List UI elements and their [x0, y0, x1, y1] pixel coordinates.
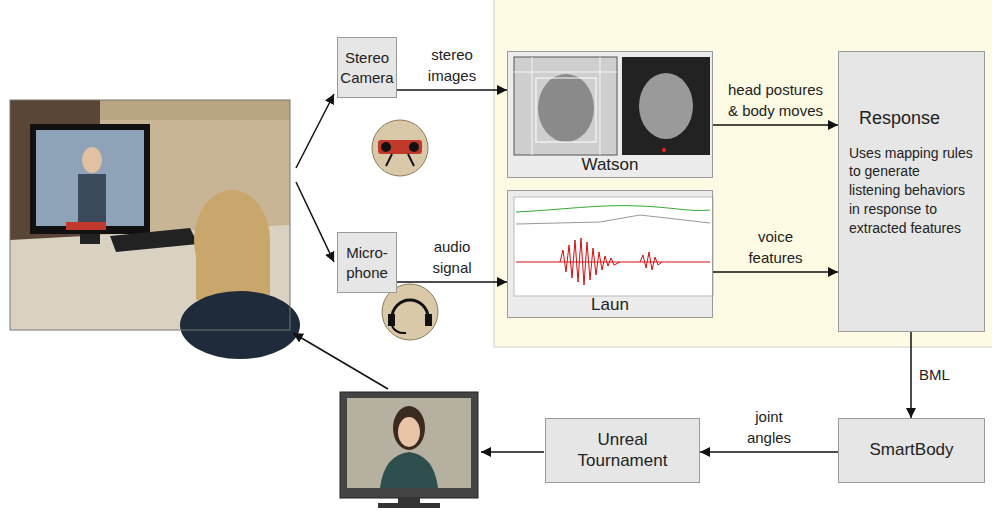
- camera-legs: [386, 154, 414, 166]
- watson-grid: [514, 57, 617, 155]
- avatar-hair: [393, 406, 425, 450]
- node-title: Stereo Camera: [340, 48, 394, 87]
- edge-label: BML: [919, 364, 969, 386]
- headset-mic: [392, 326, 406, 333]
- process-box: SmartBody: [838, 418, 985, 483]
- flow-arrow: [481, 451, 544, 453]
- watson-fill: [507, 51, 713, 178]
- system-panel: [494, 0, 992, 347]
- connector-arrow: [397, 281, 507, 283]
- connector-arrow: [910, 332, 912, 418]
- watson-track-box: [536, 78, 596, 142]
- node-title: Laun: [591, 295, 629, 315]
- photo-screen: [36, 130, 144, 226]
- module-box: Watson: [507, 51, 713, 178]
- laun-plot: [514, 197, 713, 296]
- connector-arrow: [713, 271, 838, 273]
- connector-arrow: [713, 124, 838, 126]
- camera-lens: [409, 142, 419, 152]
- user-photo: [10, 100, 300, 359]
- edge-label: audio signal: [425, 236, 480, 280]
- connector-arrow: [700, 451, 838, 453]
- node-title: Unreal Tournament: [568, 430, 678, 471]
- process-box: ResponseUses mapping rules to generate l…: [838, 51, 985, 332]
- flow-arrow: [296, 94, 334, 168]
- photo-stand: [80, 234, 100, 244]
- node-title: SmartBody: [869, 440, 953, 460]
- input-box: Micro- phone: [337, 232, 397, 293]
- monitor-base: [378, 503, 440, 508]
- node-title: Watson: [581, 155, 638, 175]
- photo-monitor: [30, 124, 150, 234]
- laun-energy: [516, 215, 710, 224]
- photo-keyboard: [110, 228, 198, 252]
- edge-label: stereo images: [422, 44, 482, 88]
- camera-icon: [372, 120, 428, 176]
- headset-ear: [425, 314, 432, 326]
- headset-band: [392, 300, 428, 318]
- camera-lens: [381, 142, 391, 152]
- laun-fill: [507, 190, 713, 318]
- connector-arrow: [397, 89, 507, 91]
- node-title: Response: [859, 108, 974, 130]
- node-title: Micro- phone: [340, 243, 394, 282]
- photo-shelf: [100, 100, 290, 120]
- process-box: Unreal Tournament: [545, 418, 700, 483]
- photo-camera: [66, 222, 106, 230]
- monitor: [340, 392, 478, 498]
- node-body: Uses mapping rules to generate listening…: [849, 144, 974, 238]
- monitor-screen: [347, 398, 471, 488]
- edge-label: joint angles: [742, 406, 797, 450]
- laun-pitch: [516, 206, 710, 212]
- photo-frame: [10, 100, 290, 330]
- headset-ear: [388, 314, 395, 326]
- avatar-body: [380, 452, 438, 488]
- watson-face: [538, 74, 594, 142]
- watson-dot: [662, 148, 666, 152]
- input-box: Stereo Camera: [337, 37, 397, 98]
- camera-body: [378, 140, 422, 154]
- flow-arrow: [296, 182, 334, 262]
- watson-depth-face: [639, 73, 693, 139]
- photo-avatar-face: [82, 147, 102, 173]
- module-box: Laun: [507, 190, 713, 318]
- watson-image: [514, 57, 617, 155]
- flow-arrow: [293, 333, 388, 389]
- photo-shoulders: [180, 291, 300, 359]
- photo-hair-long: [196, 240, 270, 300]
- laun-waveform: [560, 238, 662, 285]
- photo-avatar-body: [78, 174, 106, 226]
- edge-label: head postures & body moves: [726, 79, 826, 123]
- edge-label: voice features: [743, 226, 808, 270]
- avatar-face: [398, 417, 420, 447]
- watson-depth-image: [622, 57, 710, 155]
